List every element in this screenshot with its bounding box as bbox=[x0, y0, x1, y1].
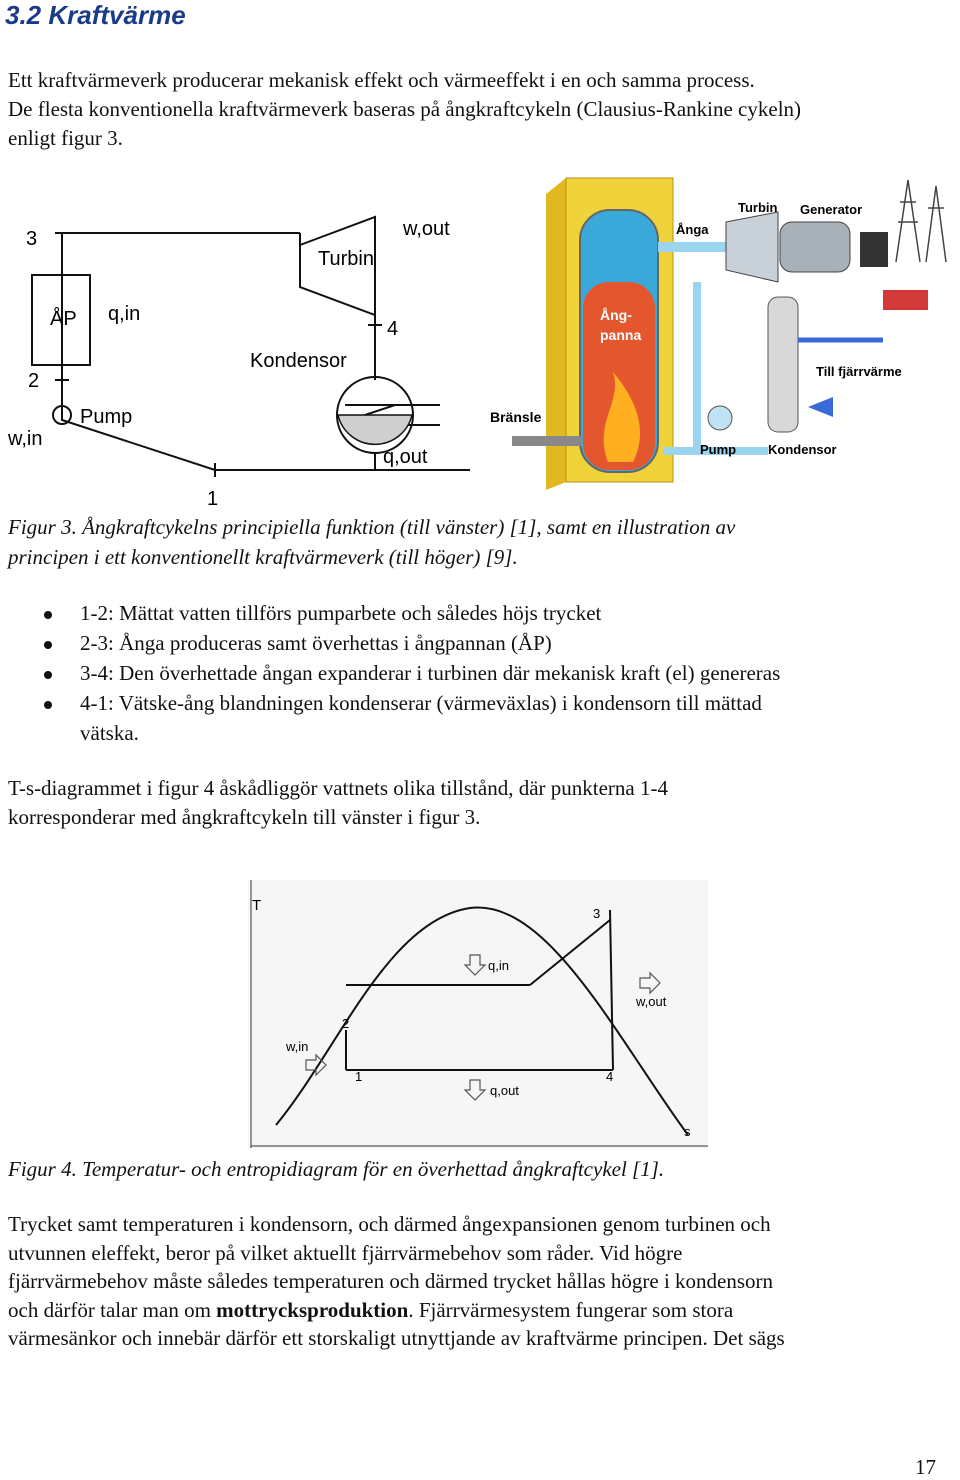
list-item: 3-4: Den överhettade ångan expanderar i … bbox=[44, 658, 924, 688]
pump-label: Pump bbox=[80, 406, 132, 428]
point-2-label: 2 bbox=[342, 1016, 349, 1031]
figure-3-caption: Figur 3. Ångkraftcykelns principiella fu… bbox=[8, 515, 736, 569]
point-1-label: 1 bbox=[355, 1069, 362, 1084]
steam-pipe bbox=[658, 242, 778, 252]
district-heating-arrow bbox=[808, 397, 833, 417]
w-in-label: w,in bbox=[285, 1039, 308, 1054]
steam-label: Ånga bbox=[676, 222, 709, 237]
vertical-pipe bbox=[693, 282, 701, 452]
pump-label: Pump bbox=[700, 442, 736, 457]
cycle-loop-line bbox=[61, 233, 470, 471]
intro-line: enligt figur 3. bbox=[8, 126, 123, 150]
bullet-icon bbox=[44, 641, 52, 649]
bullet-icon bbox=[44, 701, 52, 709]
ts-diagram: T s 3 2 1 4 q,in w,out w,in q,out bbox=[248, 880, 708, 1148]
condenser-label: Kondensor bbox=[768, 442, 837, 457]
condenser-shape bbox=[767, 296, 799, 433]
turbine-label: Turbin bbox=[738, 200, 778, 215]
intro-line: De flesta konventionella kraftvärmeverk … bbox=[8, 97, 802, 121]
bullet-icon bbox=[44, 671, 52, 679]
list-item: 4-1: Vätske-ång blandningen kondenserar … bbox=[44, 688, 924, 718]
ts-paragraph: T-s-diagrammet i figur 4 åskådliggör vat… bbox=[8, 776, 668, 829]
point-1-label: 1 bbox=[207, 488, 218, 510]
diagram-background bbox=[248, 880, 708, 1148]
turbine-label: Turbin bbox=[318, 248, 374, 270]
w-out-label: w,out bbox=[402, 218, 450, 240]
generator-shape bbox=[779, 221, 851, 273]
expansion-line bbox=[609, 909, 614, 1071]
q-in-arrow-icon bbox=[463, 954, 487, 976]
process-steps-list: 1-2: Mättat vatten tillförs pumparbete o… bbox=[44, 598, 924, 748]
pump-icon bbox=[707, 405, 733, 431]
page-number: 17 bbox=[915, 1455, 936, 1479]
chp-plant-illustration: Ång- panna Bränsle Ånga Turbin Generator… bbox=[490, 177, 947, 490]
q-out-arrow-icon bbox=[463, 1079, 487, 1101]
pump-circle bbox=[52, 405, 72, 425]
district-heating-label: Till fjärrvärme bbox=[816, 364, 902, 379]
intro-line: Ett kraftvärmeverk producerar mekanisk e… bbox=[8, 68, 755, 92]
fuel-pipe bbox=[512, 436, 582, 446]
intro-paragraph: Ett kraftvärmeverk producerar mekanisk e… bbox=[8, 66, 953, 153]
boiler-label-2: panna bbox=[600, 327, 641, 343]
list-item-continuation: vätska. bbox=[80, 721, 139, 745]
boiler-box bbox=[31, 274, 91, 366]
w-out-arrow-icon bbox=[639, 971, 661, 995]
list-item: 2-3: Ånga produceras samt överhettas i å… bbox=[44, 628, 924, 658]
w-in-arrow-icon bbox=[305, 1053, 327, 1077]
condenser-label: Kondensor bbox=[250, 350, 347, 372]
boiler-label: ÅP bbox=[50, 307, 77, 330]
saturation-dome bbox=[275, 906, 689, 1136]
w-out-label: w,out bbox=[635, 994, 667, 1009]
closing-paragraph: Trycket samt temperaturen i kondensorn, … bbox=[8, 1212, 785, 1350]
boiler-label-1: Ång- bbox=[600, 307, 632, 323]
radiator-icon bbox=[883, 290, 928, 310]
q-out-label: q,out bbox=[490, 1083, 519, 1098]
section-title: 3.2 Kraftvärme bbox=[5, 0, 186, 30]
s-axis-label: s bbox=[684, 1124, 691, 1139]
point-3-label: 3 bbox=[26, 228, 37, 250]
point-3-label: 3 bbox=[593, 906, 600, 921]
superheat-line bbox=[529, 919, 611, 986]
point-2-label: 2 bbox=[28, 370, 39, 392]
fuel-label: Bränsle bbox=[490, 409, 542, 425]
turbine-shape bbox=[725, 211, 779, 283]
return-pipe bbox=[663, 447, 768, 455]
transformer-shape bbox=[860, 232, 888, 267]
emphasized-term: mottrycksproduktion bbox=[216, 1297, 409, 1322]
condenser-liquid bbox=[337, 414, 413, 446]
w-in-label: w,in bbox=[7, 428, 42, 450]
q-in-label: q,in bbox=[108, 303, 140, 325]
generator-label: Generator bbox=[800, 202, 862, 217]
q-out-label: q,out bbox=[383, 446, 428, 468]
power-pylon-icon bbox=[895, 179, 947, 263]
q-in-label: q,in bbox=[488, 958, 509, 973]
flame-icon bbox=[603, 372, 641, 462]
t-axis-label: T bbox=[252, 897, 261, 914]
rankine-cycle-schematic: 3 ÅP q,in 2 Pump w,in Turbin w,out 4 Kon… bbox=[7, 215, 470, 510]
figure-4-caption: Figur 4. Temperatur- och entropidiagram … bbox=[8, 1157, 665, 1181]
list-item: 1-2: Mättat vatten tillförs pumparbete o… bbox=[44, 598, 924, 628]
point-4-label: 4 bbox=[387, 318, 398, 340]
bullet-icon bbox=[44, 611, 52, 619]
point-4-label: 4 bbox=[606, 1069, 613, 1084]
